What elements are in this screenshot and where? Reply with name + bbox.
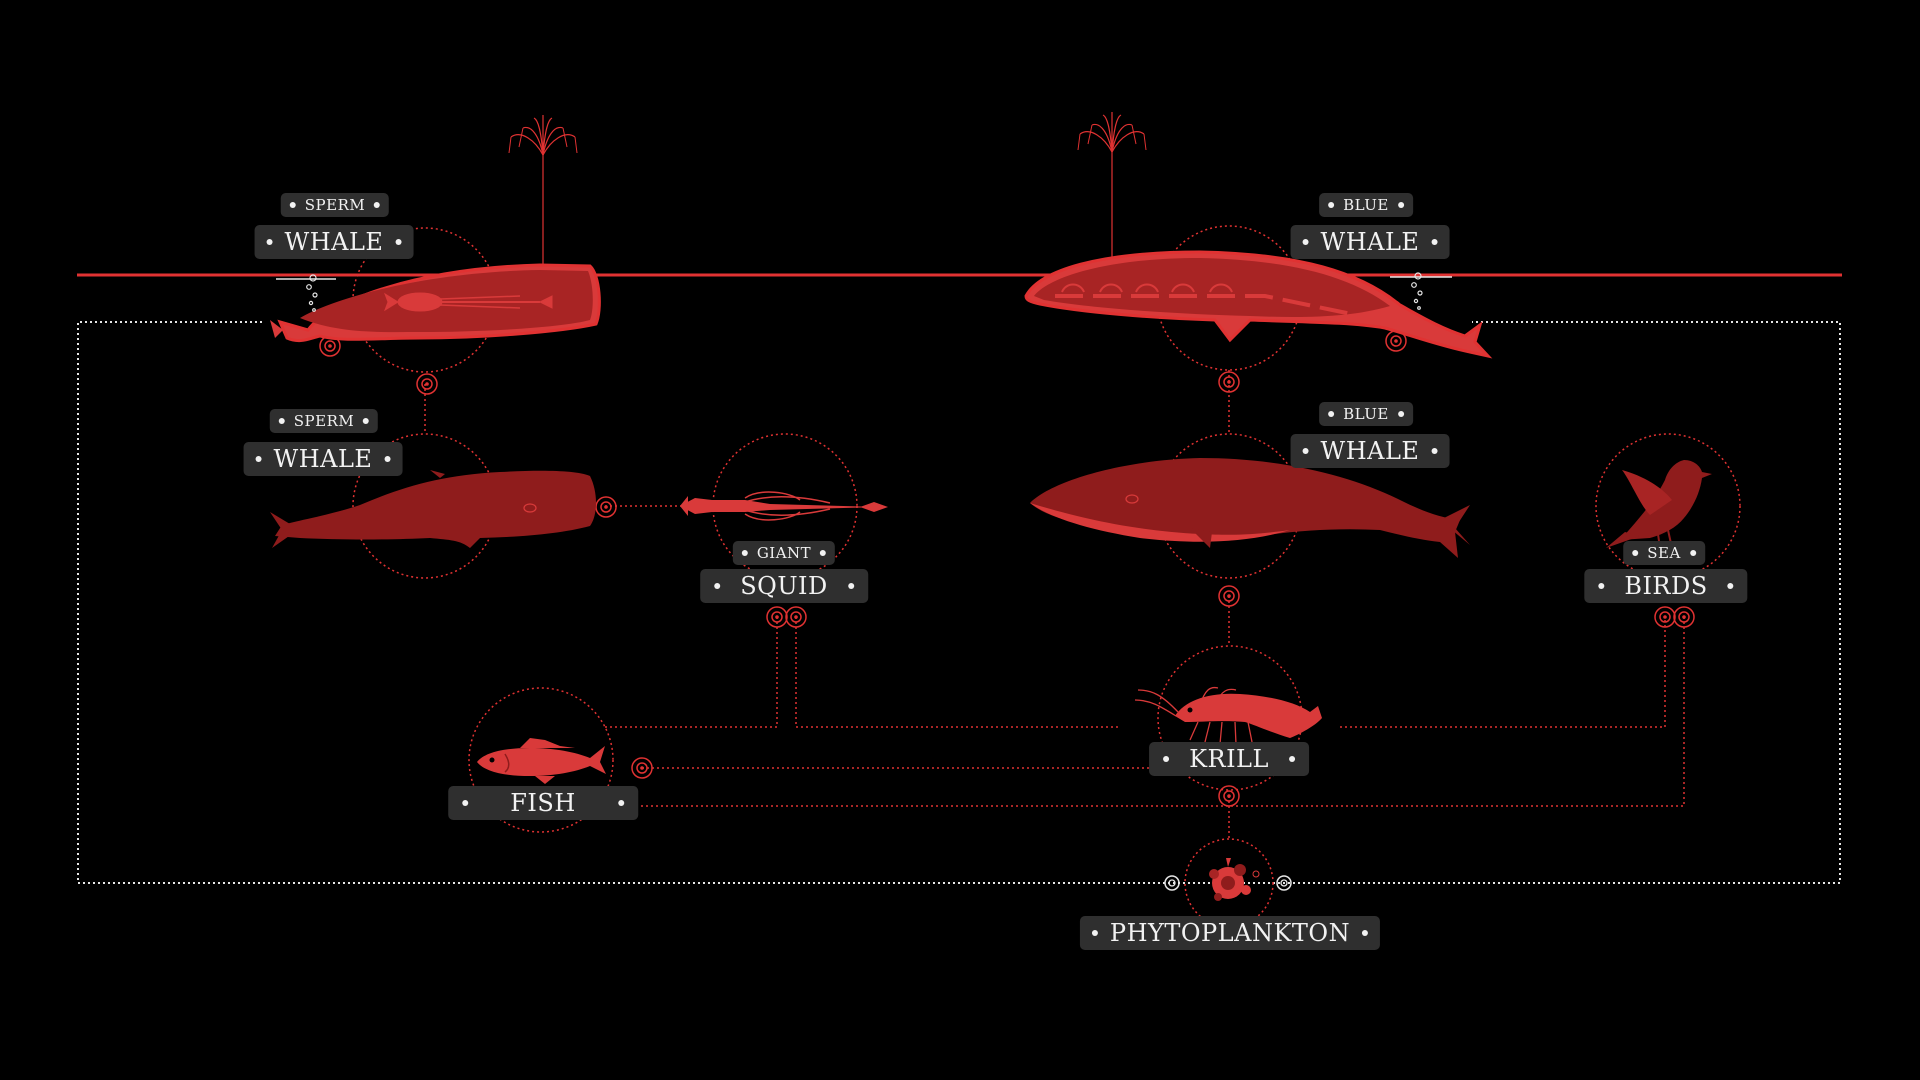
breath-bubbles-icon <box>306 274 318 312</box>
giant-squid-kicker: GIANT <box>732 541 836 565</box>
breath-bubbles-icon <box>1411 272 1423 310</box>
sperm-whale-surface-kicker: SPERM <box>280 193 390 217</box>
whale-spout-icon <box>1077 111 1147 263</box>
sperm-whale-icon <box>270 470 596 548</box>
sea-birds-kicker: SEA <box>1623 541 1705 565</box>
sperm-whale-surface-label: WHALE <box>254 225 414 259</box>
phytoplankton-label: PHYTOPLANKTON <box>1079 916 1381 950</box>
phytoplankton-icon <box>1209 858 1260 901</box>
blue-whale-icon <box>1030 458 1470 558</box>
whale-spout-icon <box>508 114 578 266</box>
blue-whale-surface-kicker: BLUE <box>1319 193 1413 217</box>
blue-whale-deep-label: WHALE <box>1290 434 1450 468</box>
blue-whale-deep-kicker: BLUE <box>1319 402 1413 426</box>
krill-icon <box>1134 686 1322 745</box>
sperm-whale-deep-label: WHALE <box>243 442 403 476</box>
ecosystem-frame <box>77 321 1841 884</box>
squid-icon <box>680 491 888 521</box>
sperm-whale-deep-kicker: SPERM <box>269 409 379 433</box>
fish-icon <box>477 738 606 784</box>
blue-whale-surface-label: WHALE <box>1290 225 1450 259</box>
sperm-whale-icon <box>270 263 601 343</box>
giant-squid-label: SQUID <box>700 569 868 603</box>
fish-label: FISH <box>448 786 638 820</box>
blue-whale-icon <box>1024 250 1493 359</box>
seagull-icon <box>1606 460 1712 549</box>
sea-birds-label: BIRDS <box>1584 569 1748 603</box>
food-web-links <box>424 370 1685 840</box>
krill-label: KRILL <box>1149 742 1309 776</box>
